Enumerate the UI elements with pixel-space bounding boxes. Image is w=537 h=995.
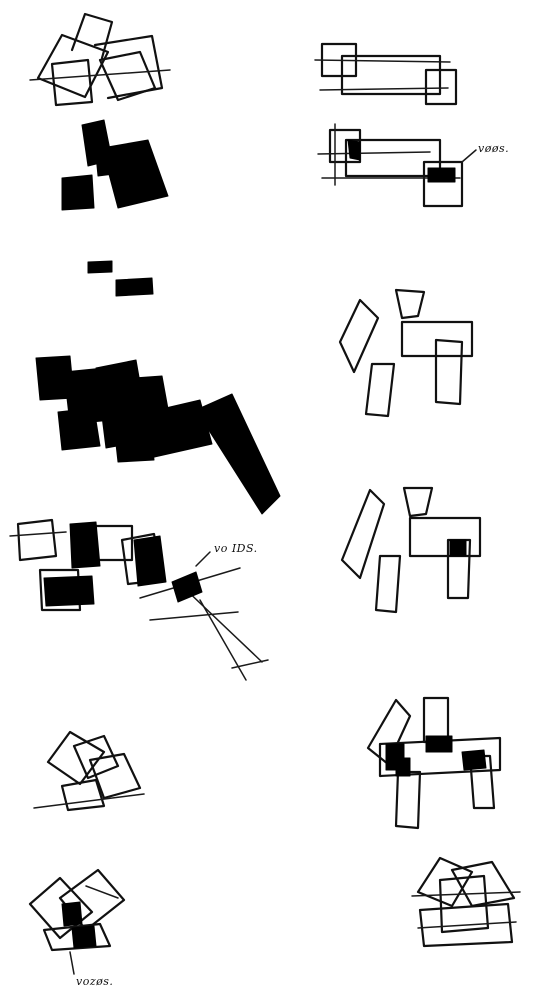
sketch-small-bars xyxy=(88,261,153,296)
annotation-voids-right: vøøs. xyxy=(478,142,509,155)
annotation-voids-middle: vo IDS. xyxy=(214,542,258,555)
annotation-voids-bottom: vozøs. xyxy=(76,975,113,988)
sketch-aligned-rectangles-top-right xyxy=(315,44,456,104)
sketch-rotated-frames-void xyxy=(342,488,480,612)
sketch-rotated-frames-right xyxy=(340,290,472,416)
sketch-large-staggered-masses xyxy=(36,356,280,514)
sketch-wireframe-cluster-top-left xyxy=(30,14,170,105)
sketch-voids-right: vøøs. xyxy=(318,124,509,206)
sketch-frames-voids-lower-right xyxy=(368,698,500,828)
sketch-voids-bottom: vozøs. xyxy=(30,870,124,988)
sketch-voids-middle: vo IDS. xyxy=(10,520,268,680)
sketch-wireframe-cluster-lower-left xyxy=(34,732,144,810)
sketch-wireframe-cluster-bottom-right xyxy=(412,858,520,946)
sketch-solid-masses-upper-left xyxy=(62,120,168,210)
